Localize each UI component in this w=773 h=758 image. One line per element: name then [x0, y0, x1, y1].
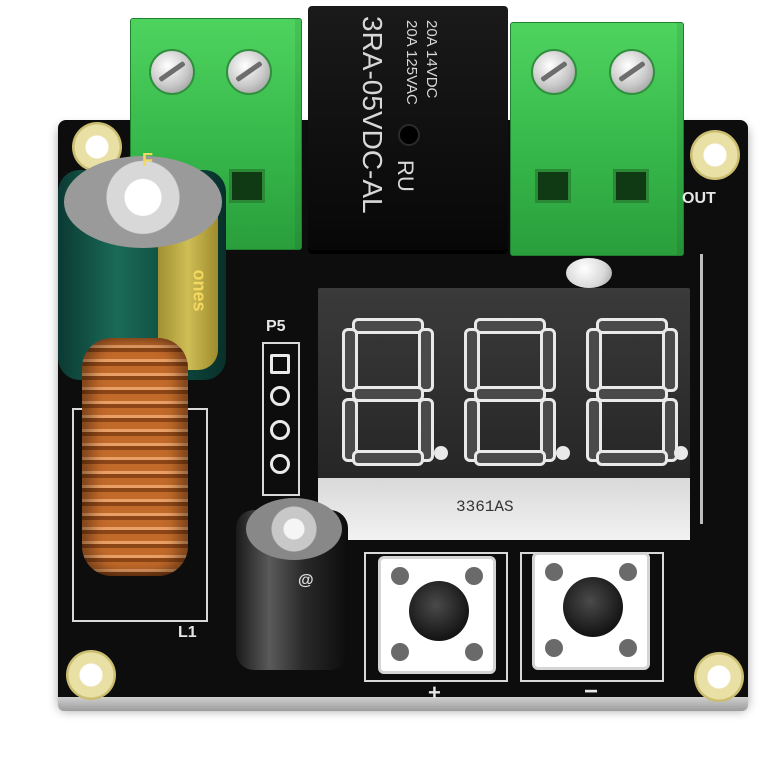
capacitor-small-text: @ [298, 572, 314, 589]
segment [418, 328, 434, 392]
inductor-coil [82, 338, 188, 576]
seven-segment-display [318, 288, 690, 478]
segment [474, 386, 546, 402]
decimal-point [674, 446, 688, 460]
header-pin [270, 454, 290, 474]
segment [352, 386, 424, 402]
button-minus-housing[interactable] [532, 552, 650, 670]
plus-label: + [428, 680, 441, 705]
led [566, 258, 612, 288]
output-trace [700, 254, 717, 524]
button-plus-outline [364, 552, 508, 682]
screw-icon [531, 49, 577, 95]
screw-icon [149, 49, 195, 95]
mounting-hole-bottom-right [694, 652, 744, 702]
capacitor-brand-mark: F [142, 150, 153, 170]
segment [342, 398, 358, 462]
segment [662, 328, 678, 392]
segment [474, 318, 546, 334]
relay-cert-mark: RU [393, 160, 418, 192]
wire-slot [229, 169, 265, 203]
connector-label: P5 [266, 318, 286, 335]
button-plus-housing[interactable] [378, 556, 496, 674]
display-part-number: 3361AS [456, 498, 514, 516]
capacitor-text: ones [189, 269, 210, 312]
segment [596, 318, 668, 334]
capacitor-large-top [64, 156, 222, 248]
segment [540, 328, 556, 392]
button-minus-cap[interactable] [563, 577, 623, 637]
segment [540, 398, 556, 462]
header-pin [270, 420, 290, 440]
button-corner-dot [391, 567, 409, 585]
button-corner-dot [465, 567, 483, 585]
mounting-hole-bottom-left [66, 650, 116, 700]
wire-slot [613, 169, 649, 203]
segment [586, 328, 602, 392]
button-corner-dot [391, 643, 409, 661]
display-base: 3361AS [318, 478, 690, 540]
segment [596, 450, 668, 466]
segment [474, 450, 546, 466]
header-pin [270, 354, 290, 374]
mounting-hole-top-right [690, 130, 740, 180]
segment [662, 398, 678, 462]
segment [342, 328, 358, 392]
header-pin [270, 386, 290, 406]
screw-icon [226, 49, 272, 95]
relay-dot [398, 124, 420, 146]
output-label: OUT [682, 190, 716, 207]
button-corner-dot [619, 563, 637, 581]
wire-slot [535, 169, 571, 203]
segment [352, 450, 424, 466]
relay: 20A 14VDC 20A 125VAC 3RA-05VDC-AL RU [308, 6, 508, 250]
segment [464, 328, 480, 392]
screw-icon [609, 49, 655, 95]
button-corner-dot [545, 563, 563, 581]
header-outline [262, 342, 300, 496]
button-corner-dot [545, 639, 563, 657]
decimal-point [434, 446, 448, 460]
button-corner-dot [619, 639, 637, 657]
relay-model: 3RA-05VDC-AL [357, 16, 388, 214]
segment [418, 398, 434, 462]
terminal-block-right [510, 22, 684, 256]
segment [586, 398, 602, 462]
capacitor-small-top [246, 498, 342, 560]
minus-label: − [584, 678, 599, 705]
segment [464, 398, 480, 462]
segment [352, 318, 424, 334]
decimal-point [556, 446, 570, 460]
pcb-edge [58, 697, 748, 711]
button-corner-dot [465, 643, 483, 661]
relay-rating-line1: 20A 14VDC [423, 20, 440, 99]
button-plus-cap[interactable] [409, 581, 469, 641]
segment [596, 386, 668, 402]
inductor-label: L1 [178, 624, 197, 641]
relay-rating-line2: 20A 125VAC [403, 20, 420, 105]
